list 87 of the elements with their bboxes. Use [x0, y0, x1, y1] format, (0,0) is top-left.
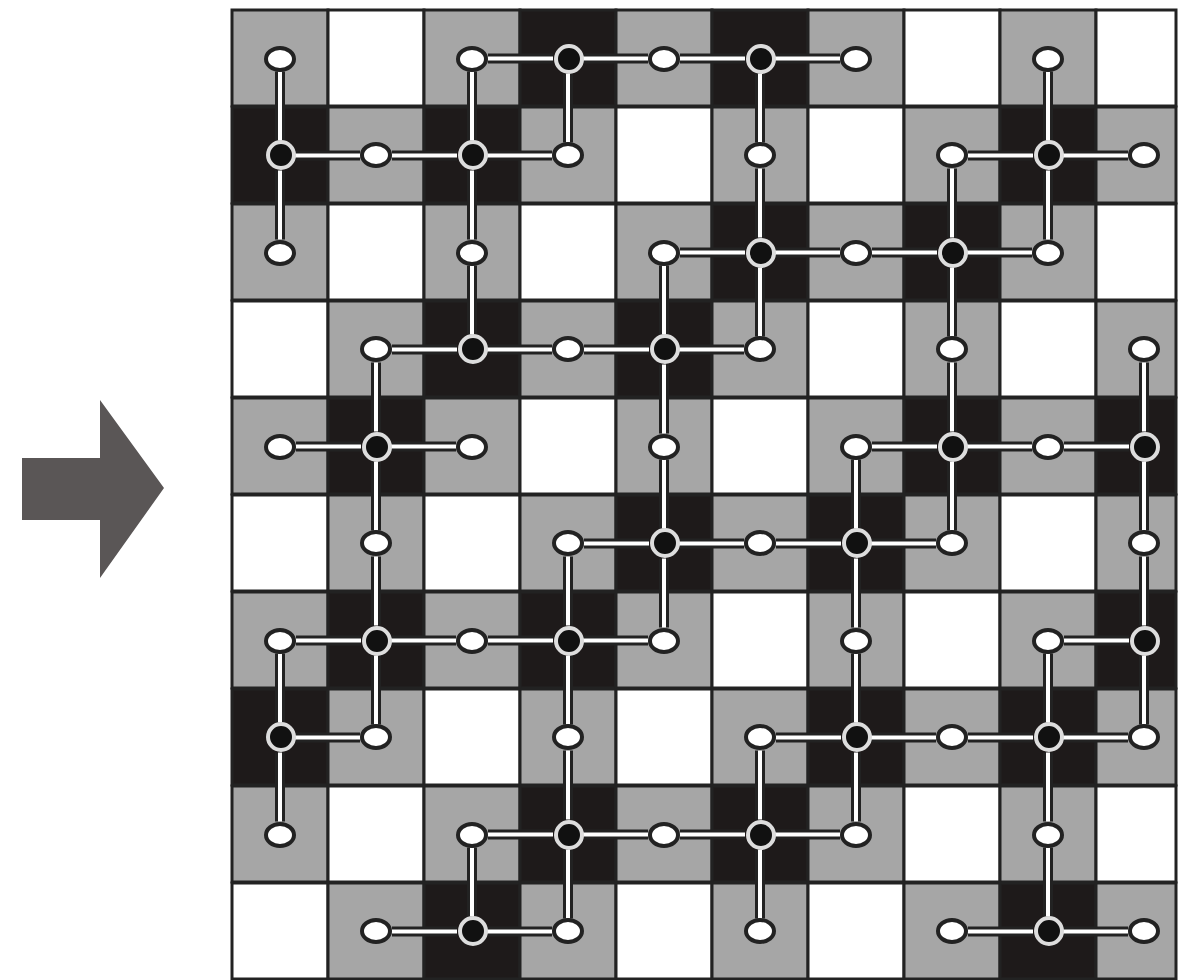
- connector: [755, 267, 765, 337]
- connector: [563, 655, 573, 725]
- connector: [392, 150, 457, 161]
- connector: [1139, 556, 1149, 626]
- connector: [1043, 71, 1053, 141]
- connector: [1063, 926, 1128, 937]
- connector: [488, 635, 553, 646]
- connector: [392, 926, 457, 937]
- connector: [275, 653, 285, 723]
- connector: [679, 344, 744, 355]
- connector: [467, 170, 477, 240]
- connector: [871, 538, 936, 549]
- connector: [563, 849, 573, 919]
- connector: [583, 829, 648, 840]
- connector: [563, 73, 573, 143]
- connector: [488, 829, 553, 840]
- connector: [295, 150, 360, 161]
- connector: [1064, 441, 1129, 452]
- connector: [1139, 362, 1149, 432]
- connector: [947, 267, 957, 337]
- connector: [775, 829, 840, 840]
- connector: [1139, 461, 1149, 531]
- connector: [467, 265, 477, 335]
- connector: [1043, 170, 1053, 240]
- connector: [583, 53, 648, 64]
- connector: [487, 150, 552, 161]
- connector: [295, 732, 360, 743]
- connector: [371, 655, 381, 725]
- connector: [968, 150, 1033, 161]
- connector: [659, 558, 669, 628]
- connector: [275, 170, 285, 240]
- connector: [1063, 732, 1128, 743]
- connector: [659, 265, 669, 335]
- connector: [776, 732, 841, 743]
- connector: [275, 752, 285, 822]
- connector: [391, 635, 456, 646]
- connector: [680, 247, 745, 258]
- connector: [871, 732, 936, 743]
- connector: [1063, 150, 1128, 161]
- connector: [755, 849, 765, 919]
- connector: [659, 459, 669, 529]
- connector: [1043, 847, 1053, 917]
- connector: [947, 168, 957, 238]
- connector: [275, 71, 285, 141]
- connector: [296, 441, 361, 452]
- connector: [851, 558, 861, 628]
- connector: [371, 461, 381, 531]
- connector: [967, 441, 1032, 452]
- connector: [391, 441, 456, 452]
- connector: [296, 635, 361, 646]
- connector: [851, 459, 861, 529]
- connector: [584, 538, 649, 549]
- connector: [1139, 655, 1149, 725]
- connector: [467, 847, 477, 917]
- connector: [371, 556, 381, 626]
- connector: [968, 926, 1033, 937]
- connector: [755, 168, 765, 238]
- connector: [680, 829, 745, 840]
- connector: [872, 247, 937, 258]
- connector: [755, 750, 765, 820]
- connector: [851, 653, 861, 723]
- connector: [563, 556, 573, 626]
- connector: [947, 461, 957, 531]
- connector: [659, 364, 669, 434]
- connector: [679, 538, 744, 549]
- connector: [584, 344, 649, 355]
- connector: [488, 53, 553, 64]
- connector: [1043, 752, 1053, 822]
- connector: [487, 344, 552, 355]
- connector: [1064, 635, 1129, 646]
- connector: [872, 441, 937, 452]
- connector: [467, 71, 477, 141]
- connector: [1043, 653, 1053, 723]
- connector: [775, 53, 840, 64]
- connector: [967, 247, 1032, 258]
- connector: [776, 538, 841, 549]
- connector: [487, 926, 552, 937]
- connector: [583, 635, 648, 646]
- connector: [563, 750, 573, 820]
- connector: [371, 362, 381, 432]
- connector: [680, 53, 745, 64]
- connector: [851, 752, 861, 822]
- connector: [392, 344, 457, 355]
- connector: [755, 73, 765, 143]
- connector: [968, 732, 1033, 743]
- connector: [775, 247, 840, 258]
- connector: [947, 362, 957, 432]
